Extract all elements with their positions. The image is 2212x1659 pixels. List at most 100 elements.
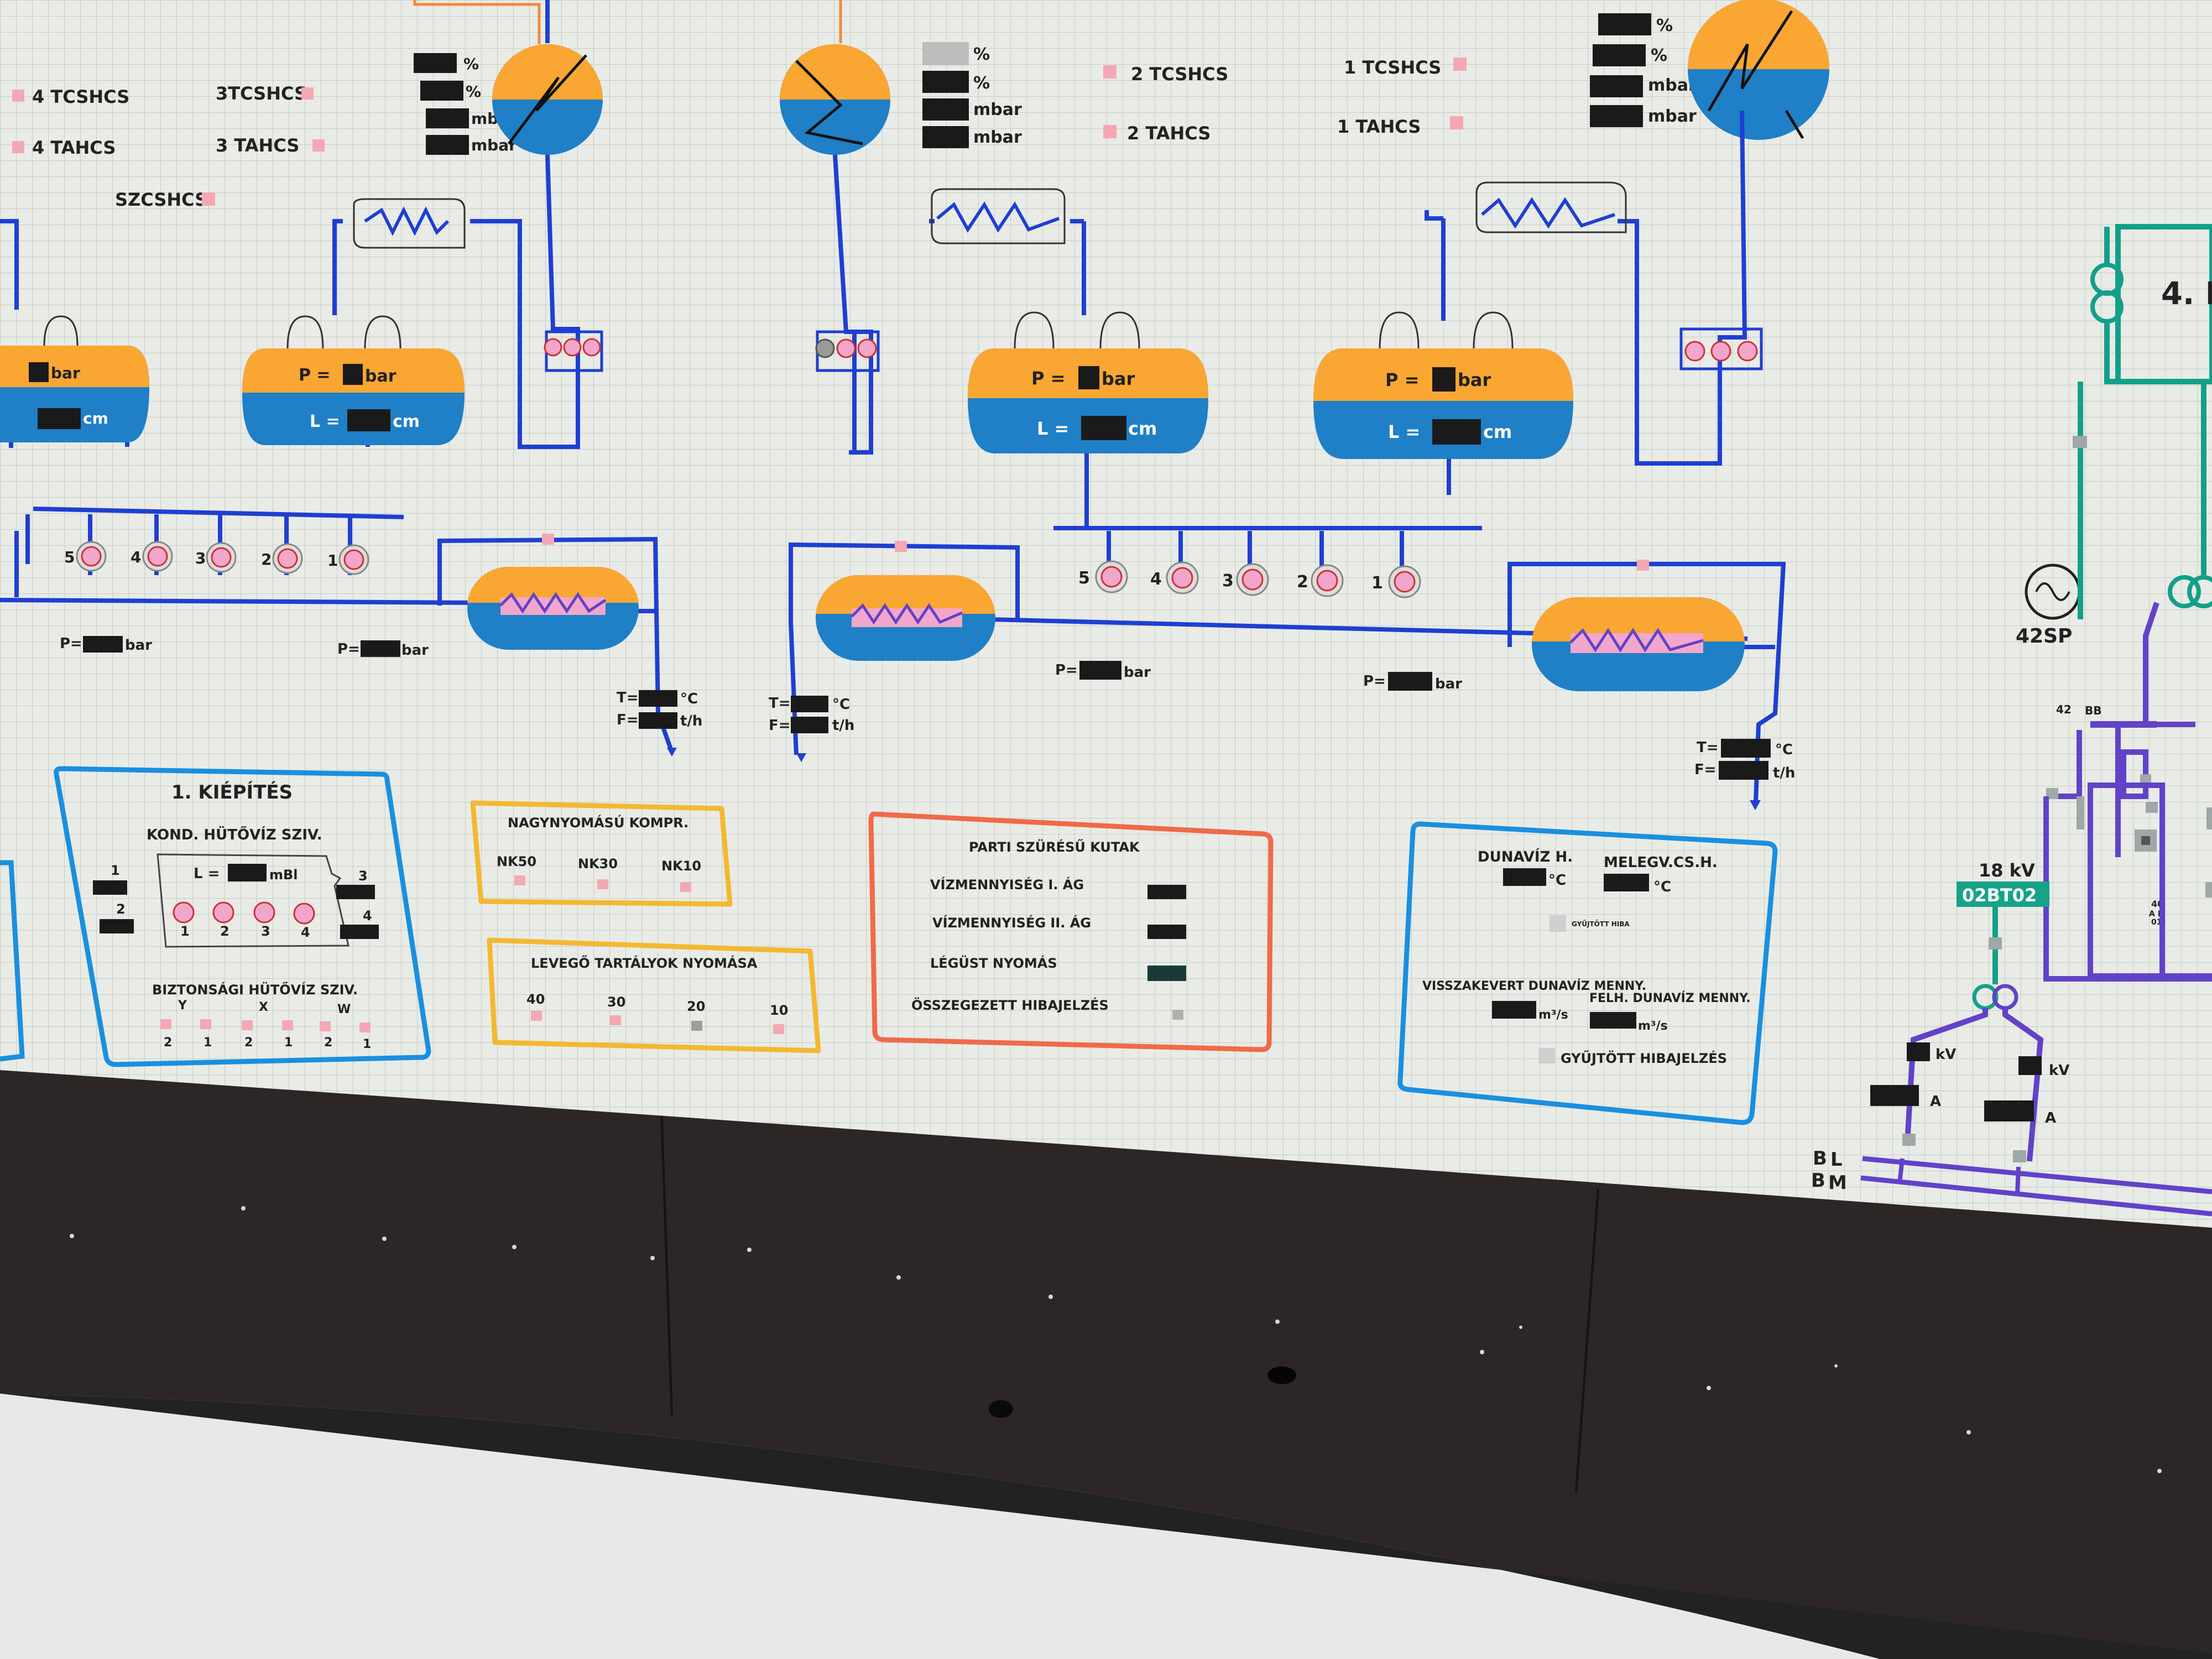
svg-text:%: % bbox=[973, 45, 990, 64]
svg-text:42: 42 bbox=[2056, 703, 2072, 716]
svg-text:NK10: NK10 bbox=[661, 858, 701, 874]
svg-text:2: 2 bbox=[164, 1036, 172, 1050]
valve-triple-left bbox=[544, 330, 603, 372]
svg-text:L =: L = bbox=[1037, 418, 1069, 439]
svg-text:F=: F= bbox=[617, 712, 639, 728]
svg-text:A: A bbox=[2045, 1110, 2056, 1126]
panel-danube: DUNAVÍZ H. °C MELEGV.CS.H. °C GYŰJTÖTT H… bbox=[1397, 821, 1778, 1125]
top-status-labels: 4 TCSHCS 4 TAHCS 3TCSHCS 3 TAHCS SZCSHCS… bbox=[12, 57, 1467, 210]
svg-text:VÍZMENNYISÉG II. ÁG: VÍZMENNYISÉG II. ÁG bbox=[932, 915, 1091, 931]
svg-text:4: 4 bbox=[363, 908, 372, 924]
svg-text:°C: °C bbox=[832, 696, 850, 713]
svg-text:L =: L = bbox=[1388, 421, 1420, 442]
panel-kiepites: 1. KIÉPÍTÉS KOND. HÜTŐVÍZ SZIV. L = mBl … bbox=[54, 766, 431, 1067]
svg-text:bar: bar bbox=[1435, 676, 1462, 692]
breaker-code: 02BT02 bbox=[1962, 885, 2037, 906]
svg-text:42SP: 42SP bbox=[2016, 625, 2072, 648]
svg-text:P =: P = bbox=[299, 366, 331, 385]
svg-text:5: 5 bbox=[1078, 568, 1090, 588]
pump-row-right: 5 4 3 2 1 bbox=[1078, 560, 1421, 598]
label-3-tcshcs: 3TCSHCS bbox=[216, 83, 307, 104]
svg-text:%: % bbox=[1651, 46, 1667, 65]
svg-text:m³/s: m³/s bbox=[1638, 1019, 1668, 1033]
tank-3: P = bar L = cm bbox=[968, 311, 1208, 453]
svg-text:°C: °C bbox=[1548, 872, 1566, 889]
svg-text:mbar: mbar bbox=[1648, 107, 1697, 126]
svg-text:mBl: mBl bbox=[269, 867, 298, 883]
svg-text:P=: P= bbox=[60, 635, 82, 652]
svg-text:L: L bbox=[1830, 1149, 1843, 1171]
pressure-readouts: P= bar P= bar P= bar P= bar bbox=[60, 635, 1462, 692]
svg-text:%: % bbox=[973, 74, 990, 93]
svg-text:3: 3 bbox=[261, 924, 270, 939]
svg-text:bar: bar bbox=[1458, 369, 1491, 390]
screw-dots bbox=[70, 1206, 2162, 1473]
svg-text:1: 1 bbox=[363, 1037, 371, 1051]
electrical-single-line: 4. B 42SP 42 BB 40 A D 01 18 kV bbox=[1811, 224, 2212, 1217]
svg-text:VÍZMENNYISÉG I. ÁG: VÍZMENNYISÉG I. ÁG bbox=[930, 877, 1084, 893]
label-1-tahcs: 1 TAHCS bbox=[1337, 116, 1421, 137]
svg-text:L =: L = bbox=[194, 865, 220, 882]
heat-exchanger-1 bbox=[467, 534, 639, 650]
heater-vessel-right bbox=[1688, 0, 1829, 140]
svg-text:1: 1 bbox=[284, 1036, 293, 1050]
svg-text:mbar: mbar bbox=[973, 100, 1022, 119]
svg-text:1: 1 bbox=[180, 924, 190, 939]
svg-text:bar: bar bbox=[401, 642, 429, 659]
heater-vessel-left bbox=[492, 0, 603, 155]
svg-text:LÉGÜST NYOMÁS: LÉGÜST NYOMÁS bbox=[930, 954, 1057, 971]
svg-text:BB: BB bbox=[2085, 704, 2102, 717]
svg-text:ÖSSZEGEZETT HIBAJELZÉS: ÖSSZEGEZETT HIBAJELZÉS bbox=[911, 997, 1109, 1013]
label-4-tcshcs: 4 TCSHCS bbox=[32, 86, 129, 107]
svg-text:2: 2 bbox=[244, 1036, 253, 1050]
heat-exchanger-3 bbox=[1532, 560, 1745, 691]
svg-text:A: A bbox=[1930, 1093, 1941, 1110]
svg-text:cm: cm bbox=[393, 412, 420, 431]
svg-text:kV: kV bbox=[1936, 1046, 1956, 1063]
panel-base-band bbox=[0, 1070, 2212, 1659]
svg-text:30: 30 bbox=[607, 994, 625, 1010]
svg-text:P =: P = bbox=[1031, 368, 1065, 389]
svg-text:%: % bbox=[463, 55, 479, 73]
svg-text:FELH. DUNAVÍZ MENNY.: FELH. DUNAVÍZ MENNY. bbox=[1589, 991, 1751, 1005]
svg-text:M: M bbox=[1828, 1172, 1847, 1194]
svg-text:20: 20 bbox=[687, 999, 705, 1014]
svg-text:VISSZAKEVERT DUNAVÍZ MENNY.: VISSZAKEVERT DUNAVÍZ MENNY. bbox=[1422, 979, 1646, 993]
svg-text:cm: cm bbox=[83, 409, 108, 427]
label-1-tcshcs: 1 TCSHCS bbox=[1344, 57, 1441, 78]
label-3-tahcs: 3 TAHCS bbox=[216, 135, 299, 156]
valve-triple-center bbox=[815, 330, 880, 372]
label-2-tahcs: 2 TAHCS bbox=[1127, 123, 1211, 144]
svg-text:5: 5 bbox=[64, 548, 75, 566]
svg-text:NAGYNYOMÁSÚ KOMPR.: NAGYNYOMÁSÚ KOMPR. bbox=[508, 814, 688, 831]
svg-text:P=: P= bbox=[1363, 673, 1386, 690]
svg-text:F=: F= bbox=[1694, 761, 1717, 778]
svg-text:X: X bbox=[259, 1000, 268, 1014]
svg-text:GYŰJTÖTT HIBA: GYŰJTÖTT HIBA bbox=[1572, 920, 1630, 928]
svg-text:bar: bar bbox=[51, 364, 80, 382]
svg-text:PARTI SZÜRÉSŰ KUTAK: PARTI SZÜRÉSŰ KUTAK bbox=[969, 838, 1140, 855]
pump-row-left: 5 4 3 2 1 bbox=[64, 541, 369, 575]
svg-text:P=: P= bbox=[337, 641, 360, 658]
svg-text:3: 3 bbox=[1222, 571, 1234, 591]
svg-text:L =: L = bbox=[310, 412, 340, 431]
svg-text:F=: F= bbox=[769, 717, 791, 734]
block-title: 4. B bbox=[2161, 276, 2212, 312]
svg-text:1: 1 bbox=[1371, 573, 1383, 593]
svg-text:01: 01 bbox=[2151, 918, 2162, 927]
kond-label: KOND. HÜTŐVÍZ SZIV. bbox=[147, 825, 322, 843]
svg-text:W: W bbox=[337, 1003, 351, 1016]
svg-text:NK30: NK30 bbox=[578, 856, 618, 872]
svg-text:bar: bar bbox=[1124, 664, 1151, 681]
svg-text:cm: cm bbox=[1128, 418, 1157, 439]
svg-text:bar: bar bbox=[365, 367, 397, 386]
indicator-stack-left: % % mbar mbar bbox=[414, 53, 517, 155]
svg-text:B: B bbox=[1813, 1147, 1827, 1170]
svg-text:LEVEGŐ TARTÁLYOK NYOMÁSA: LEVEGŐ TARTÁLYOK NYOMÁSA bbox=[531, 954, 758, 971]
label-szcshcs: SZCSHCS bbox=[115, 189, 207, 210]
svg-text:B: B bbox=[1811, 1170, 1825, 1192]
svg-text:10: 10 bbox=[770, 1003, 788, 1018]
svg-text:1: 1 bbox=[204, 1036, 212, 1050]
svg-text:t/h: t/h bbox=[1773, 765, 1795, 781]
